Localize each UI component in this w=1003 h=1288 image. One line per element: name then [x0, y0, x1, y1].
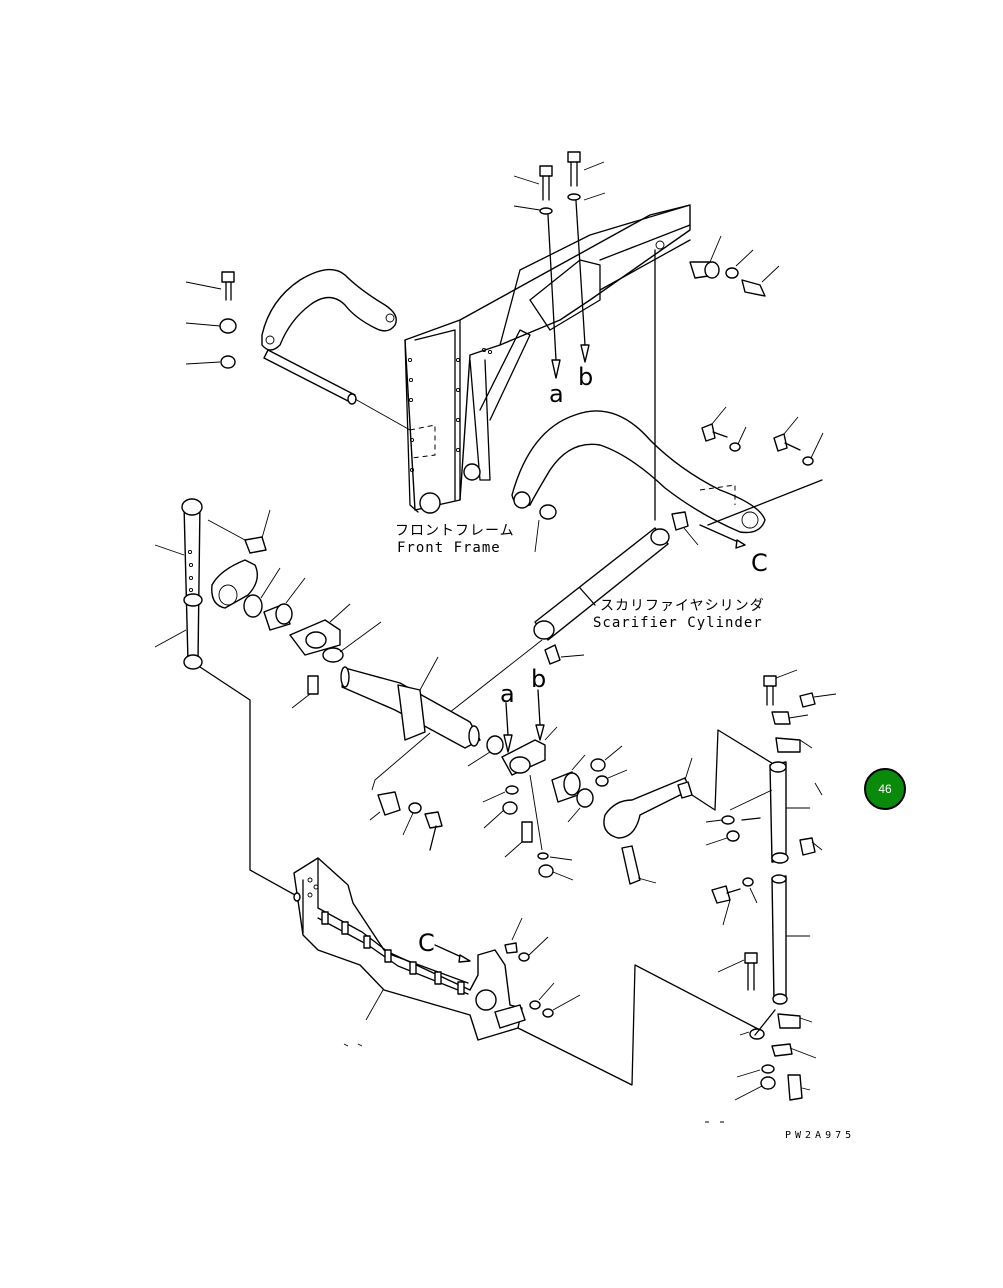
front-frame-label-en: Front Frame [397, 540, 501, 556]
reference-letter-b-middle: b [531, 665, 546, 693]
right-vertical-rods [705, 669, 837, 1005]
reference-letter-c-right: C [751, 549, 768, 577]
main-shaft [340, 656, 481, 791]
left-linkage-drawing [154, 498, 296, 896]
reference-letter-b-top: b [578, 363, 593, 391]
scarifier-carrier-drawing [293, 857, 724, 1123]
lower-left-bolts [369, 735, 504, 851]
carrier-tooth-slots [321, 911, 465, 995]
front-frame-label-jp: フロントフレーム [395, 523, 515, 539]
center-bracket [482, 689, 574, 881]
top-bolts [513, 151, 606, 379]
front-frame-drawing [404, 204, 691, 514]
upper-right-pin-hardware [654, 235, 780, 521]
scarifier-cylinder-label-en: Scarifier Cylinder [593, 615, 763, 631]
left-arm-drawing [261, 268, 411, 431]
frame-bolt-holes [407, 347, 493, 473]
reference-letter-a-middle: a [500, 680, 515, 708]
right-arm-drawing [511, 410, 766, 553]
page-badge-circle[interactable] [864, 768, 906, 810]
page-number[interactable]: 46 [878, 782, 892, 796]
reference-letter-a-top: a [549, 380, 564, 408]
page-number-badge[interactable]: 46 [864, 768, 906, 810]
scarifier-cylinder-label-jp: スカリファイヤシリンダ [600, 598, 765, 614]
drawing-code: PW2A975 [785, 1130, 855, 1141]
reference-letter-c-lower: C [418, 929, 435, 957]
clamp-and-bushings [207, 509, 306, 631]
scarifier-cylinder-drawing [434, 511, 699, 726]
left-hardware-stack [185, 271, 237, 369]
right-bushings [551, 729, 776, 885]
lower-right-hardware [517, 964, 817, 1101]
right-arm-bolts [701, 406, 824, 466]
shaft-bracket [289, 603, 382, 709]
